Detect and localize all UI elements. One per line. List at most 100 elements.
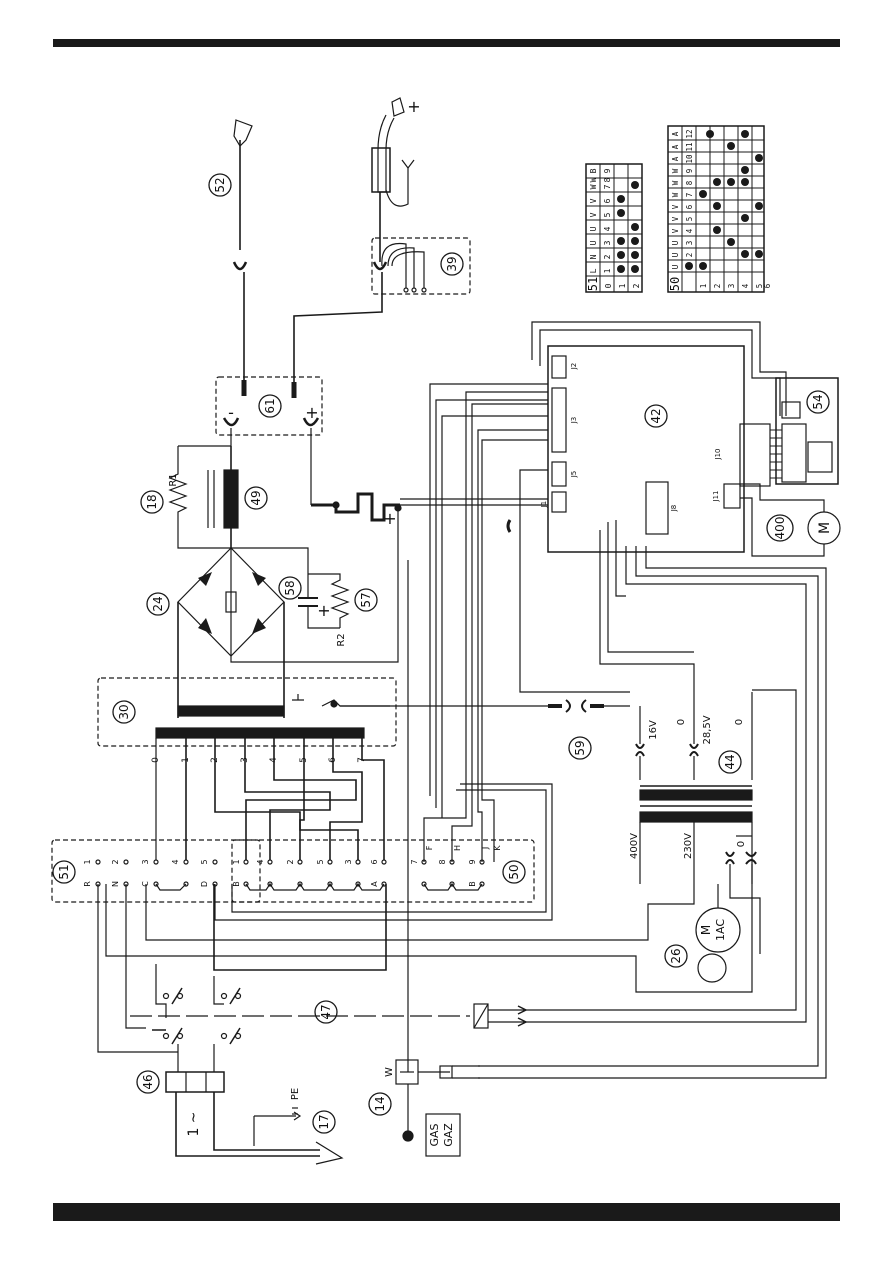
table50-s-3: 3 (685, 241, 694, 246)
table50-row-2: 2 (713, 284, 722, 289)
table50-s-6: 6 (685, 204, 694, 209)
t51-bot-c: C (141, 881, 150, 887)
t51-top-1: 1 (83, 859, 92, 864)
table50-s-12: 12 (685, 129, 694, 138)
label-42: 42 (649, 408, 663, 423)
table51-s-6: 6 (603, 198, 612, 203)
t30-7: 7 (357, 757, 367, 763)
label-51: 51 (57, 864, 71, 879)
label-pe: PE (290, 1088, 301, 1100)
table50-s-4: 4 (685, 228, 694, 233)
table50-s-11: 11 (685, 142, 694, 151)
label-58: 58 (283, 580, 297, 595)
label-17: 17 (317, 1114, 331, 1129)
table50-row-4: 4 (741, 283, 750, 288)
label-j2: J2 (570, 363, 578, 371)
table51-title: 51 (586, 277, 600, 291)
t30-5: 5 (299, 757, 309, 763)
t51-bot-r: R (83, 881, 92, 887)
label-zero-a: 0 (676, 719, 687, 725)
label-j5: J5 (570, 471, 578, 479)
label-61: 61 (263, 398, 277, 413)
t51-top-2: 2 (111, 859, 120, 864)
table51-row-2: 2 (632, 283, 641, 288)
label-r1: R1 (168, 473, 179, 486)
table51-s-4: 4 (603, 226, 612, 231)
label-r2: R2 (336, 633, 347, 646)
table50-s-2: 2 (685, 253, 694, 258)
table50-title: 50 (668, 277, 682, 291)
table51-h-4: U (589, 226, 598, 231)
table51-row-0: 0 (604, 283, 613, 288)
t50-bot-b2: B (468, 881, 477, 887)
t50-letter-h: H (453, 845, 462, 851)
output-sockets-box (215, 376, 323, 436)
label-w: W (384, 1067, 395, 1077)
t50-top-7: 7 (410, 859, 419, 864)
label-plus-cap: + (317, 601, 330, 620)
label-47: 47 (319, 1004, 333, 1019)
welding-torch (371, 97, 415, 262)
label-plus-socket: + (305, 403, 318, 422)
table51-h-8: W (589, 177, 598, 182)
table50-s-8: 8 (685, 180, 694, 185)
t50-letter-j: J (481, 847, 490, 850)
label-26: 26 (669, 948, 683, 963)
t30-0: 0 (151, 757, 161, 763)
t30-2: 2 (210, 757, 220, 763)
table50-s-9: 9 (685, 169, 694, 174)
table51-h-7: W (589, 184, 598, 189)
label-285v: 28,5V (702, 715, 713, 744)
t50-letter-k: K (493, 845, 502, 851)
table50-h-11: A (671, 144, 680, 149)
label-46: 46 (141, 1074, 155, 1089)
t50-top-3: 3 (344, 859, 353, 864)
t30-1: 1 (181, 757, 191, 763)
label-16v: 16V (648, 720, 659, 740)
t50-top-1: 1 (232, 859, 241, 864)
label-zero-b: 0 (734, 719, 745, 725)
table50-h-3: U (671, 241, 680, 246)
table51-row-1: 1 (618, 283, 627, 288)
label-minus-socket: - (228, 403, 234, 422)
t30-6: 6 (328, 757, 338, 763)
table50-h-1: U (671, 265, 680, 270)
t50-bot-b1: B (232, 881, 241, 887)
label-plus-shunt: + (383, 509, 396, 528)
t50-letter-f: F (425, 845, 434, 850)
table51-h-5: V (589, 212, 598, 217)
label-49: 49 (249, 490, 263, 505)
table50-s-10: 10 (685, 154, 694, 164)
label-j1: J1 (540, 501, 548, 509)
label-400: 400 (773, 517, 787, 540)
t50-bot-a: A (370, 881, 379, 887)
label-one-phase: 1 ~ (186, 1111, 202, 1136)
t51-top-5: 5 (200, 859, 209, 864)
table50-row-6: 6 (763, 283, 772, 288)
table50-h-5: V (671, 216, 680, 221)
table51-s-5: 5 (603, 212, 612, 217)
t51-bot-n: N (111, 881, 120, 887)
label-30: 30 (117, 704, 131, 719)
t51-top-3: 3 (141, 859, 150, 864)
table50-row-1: 1 (699, 284, 708, 289)
label-zero-c: 0 (736, 841, 747, 847)
table50-h-6: V (671, 204, 680, 209)
table-50 (667, 125, 765, 293)
table50-h-2: U (671, 253, 680, 258)
label-j3: J3 (570, 417, 578, 425)
table51-s-9: 9 (603, 168, 612, 173)
bottom-rule (53, 1203, 840, 1221)
label-54: 54 (811, 394, 825, 409)
label-j11: J11 (712, 491, 720, 503)
table50-h-7: W (671, 192, 680, 197)
label-57: 57 (359, 592, 373, 607)
earth-clamp (232, 119, 253, 396)
label-1ac: 1AC (714, 919, 727, 941)
top-rule (53, 39, 840, 47)
label-400v: 400V (629, 833, 640, 859)
label-m-400: M (817, 522, 833, 534)
label-14: 14 (373, 1096, 387, 1111)
t50-top-2: 2 (286, 859, 295, 864)
